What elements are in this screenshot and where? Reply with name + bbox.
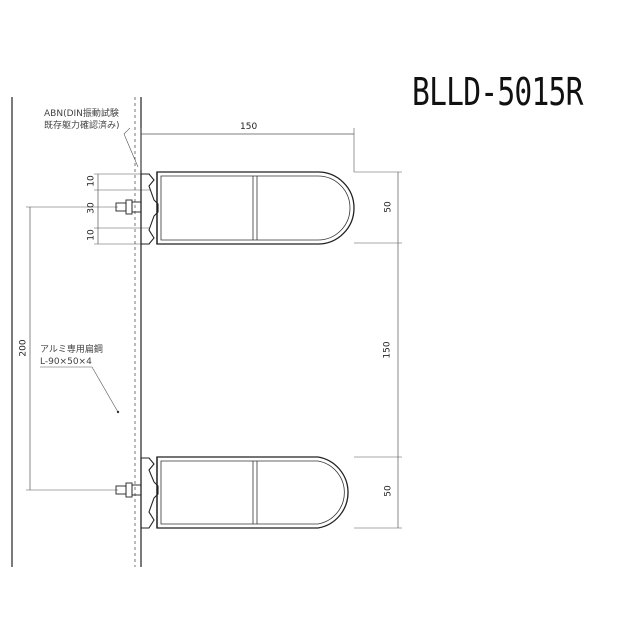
anchor-note-line2: 既存躯力確認済み) (44, 121, 120, 131)
anchor-leader-line (123, 127, 139, 168)
bottom-handrail (115, 456, 349, 529)
angle-note-line2: L-90×50×4 (40, 357, 92, 367)
bracket-mid-label: 30 (86, 202, 97, 214)
angle-leader-line (40, 366, 119, 413)
leader-dot (116, 410, 120, 414)
anchor-note-line1: ABN(DIN振動試験 (44, 109, 119, 119)
overall-dimension-label: 200 (18, 339, 29, 357)
depth-dimension-label: 150 (240, 122, 258, 132)
angle-note: アルミ専用扁鋼 L-90×50×4 (40, 344, 103, 368)
model-number-title: BLLD-5015R (412, 70, 583, 114)
bracket-bottom-label: 10 (86, 229, 97, 241)
top-handrail (115, 171, 355, 245)
angle-note-line1: アルミ専用扁鋼 (40, 345, 103, 355)
top-rail-height-label: 50 (383, 201, 394, 213)
anchor-note: ABN(DIN振動試験 既存躯力確認済み) (44, 108, 120, 132)
rail-spacing-label: 150 (382, 341, 393, 359)
bracket-top-label: 10 (86, 175, 97, 187)
bottom-rail-height-label: 50 (383, 485, 394, 497)
